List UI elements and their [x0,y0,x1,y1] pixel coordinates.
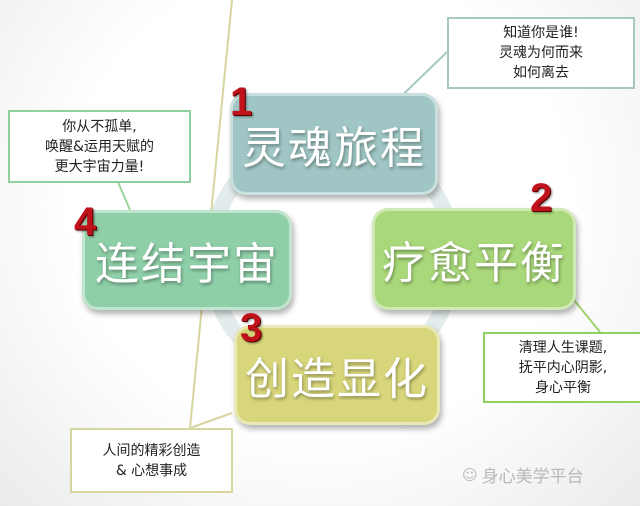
connector-line [573,299,601,333]
step-number-2: 2 [530,176,553,220]
step-number-3: 3 [240,306,263,350]
node-creation-manifest: 创造显化 [234,325,440,425]
callout-bottom-right: 清理人生课题, 抚平内心阴影, 身心平衡 [483,332,640,403]
watermark-text: 身心美学平台 [481,467,584,487]
node-label: 灵魂旅程 [242,123,426,174]
watermark: ☺ 身心美学平台 [462,462,584,488]
node-label: 创造显化 [245,354,429,405]
node-connect-universe: 连结宇宙 [82,210,292,310]
callout-top-right: 知道你是谁! 灵魂为何而来 如何离去 [447,17,635,89]
step-number-1: 1 [230,80,253,124]
callout-left: 你从不孤单, 唤醒&运用天赋的 更大宇宙力量! [8,110,191,183]
node-label: 连结宇宙 [95,239,279,290]
node-soul-journey: 灵魂旅程 [230,93,438,195]
connector-line [117,181,131,211]
wechat-icon: ☺ [462,465,478,484]
connector-line [189,412,233,429]
step-number-4: 4 [74,200,97,244]
node-healing-balance: 疗愈平衡 [372,208,576,310]
node-label: 疗愈平衡 [382,238,566,289]
callout-bottom-left: 人间的精彩创造 & 心想事成 [70,428,233,493]
